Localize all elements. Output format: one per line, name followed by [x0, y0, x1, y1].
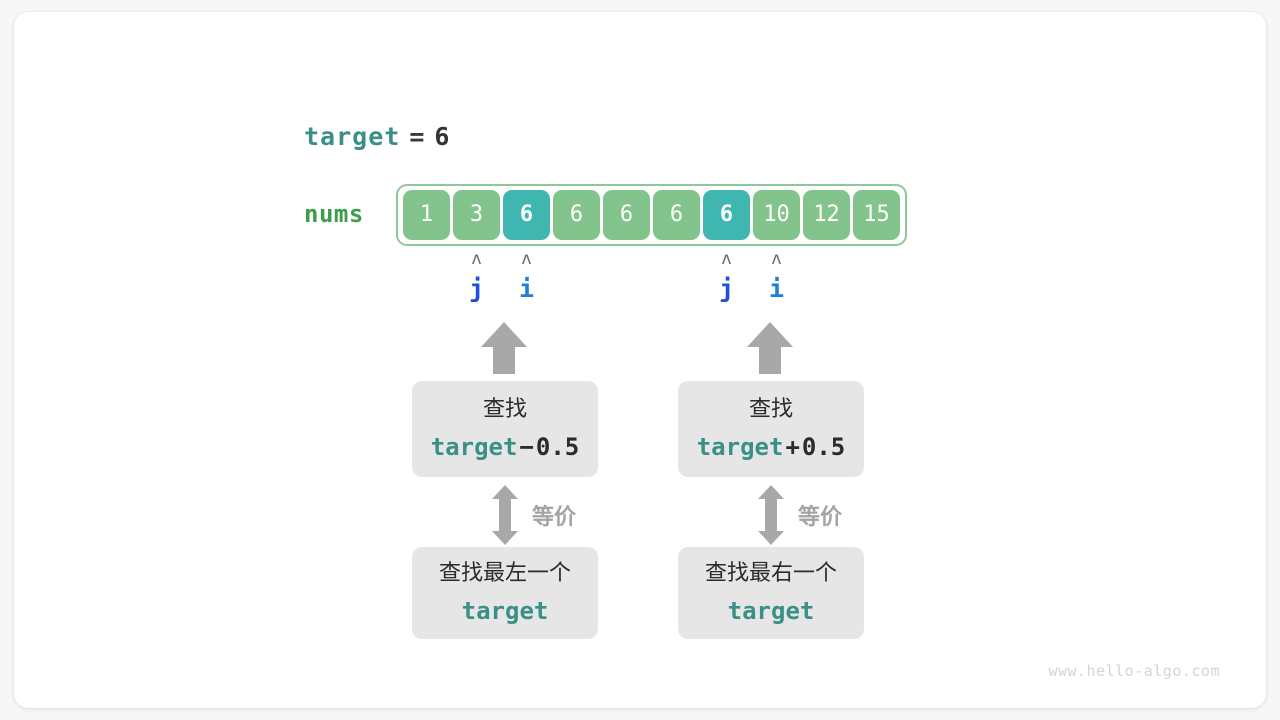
box-right-search-target-plus: 查找 target+0.5	[678, 381, 864, 477]
box-right-bottom-keyword: target	[727, 597, 815, 625]
array-cell: 6	[653, 190, 700, 240]
equals-sign: =	[409, 122, 426, 151]
box-left-search-target-minus: 查找 target−0.5	[412, 381, 598, 477]
pointer-caret-icon: ʌ	[721, 249, 732, 269]
box-right-rightmost-target: 查找最右一个 target	[678, 547, 864, 639]
equivalence-arrow-right	[758, 485, 784, 545]
equivalence-label-left: 等价	[532, 505, 577, 530]
target-declaration: target = 6	[304, 122, 450, 151]
box-right-keyword: target	[696, 433, 784, 461]
array-cell: 6	[603, 190, 650, 240]
pointer-caret-icon: ʌ	[771, 249, 782, 269]
up-arrow-right	[747, 322, 793, 374]
pointer-label: i	[768, 274, 785, 303]
box-left-operand: 0.5	[535, 433, 580, 461]
box-left-leftmost-target: 查找最左一个 target	[412, 547, 598, 639]
box-left-keyword: target	[430, 433, 518, 461]
target-keyword: target	[304, 122, 401, 151]
pointer-label: j	[718, 274, 735, 303]
pointer-label: i	[518, 274, 535, 303]
target-value: 6	[434, 122, 451, 151]
box-right-bottom-title: 查找最右一个	[704, 561, 837, 586]
array-label: nums	[304, 200, 364, 228]
box-left-operator: −	[519, 433, 534, 461]
array-cell: 6	[553, 190, 600, 240]
box-left-expression: target−0.5	[431, 431, 580, 463]
pointer-caret-icon: ʌ	[521, 249, 532, 269]
array-cell: 15	[853, 190, 900, 240]
equivalence-arrow-left	[492, 485, 518, 545]
box-left-bottom-title: 查找最左一个	[438, 561, 571, 586]
box-left-title: 查找	[482, 397, 527, 422]
array-cell: 6	[503, 190, 550, 240]
up-arrow-left	[481, 322, 527, 374]
box-right-operand: 0.5	[801, 433, 846, 461]
array-cell: 6	[703, 190, 750, 240]
box-right-bottom-expression: target	[728, 595, 815, 627]
array-cell: 1	[403, 190, 450, 240]
pointer-caret-icon: ʌ	[471, 249, 482, 269]
array-cell: 3	[453, 190, 500, 240]
box-left-bottom-expression: target	[462, 595, 549, 627]
equivalence-label-right: 等价	[798, 505, 843, 530]
box-right-operator: +	[785, 433, 800, 461]
array-cell: 12	[803, 190, 850, 240]
pointer-label: j	[468, 274, 485, 303]
box-right-expression: target+0.5	[697, 431, 846, 463]
array-cell: 10	[753, 190, 800, 240]
box-left-bottom-keyword: target	[461, 597, 549, 625]
box-right-title: 查找	[748, 397, 793, 422]
watermark: www.hello-algo.com	[1048, 662, 1220, 680]
